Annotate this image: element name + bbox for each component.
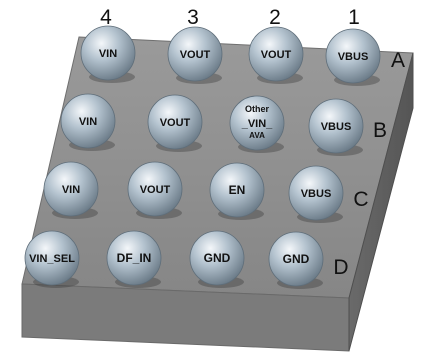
- ball-label: VIN: [62, 184, 80, 196]
- solder-ball: VOUT: [248, 26, 304, 84]
- ball-label: VIN: [79, 116, 97, 128]
- ball-sphere: [268, 231, 324, 287]
- package-side-face: [348, 52, 414, 352]
- ball-sphere: [189, 230, 245, 286]
- solder-ball: VOUT: [167, 26, 223, 84]
- ball-label: VBUS: [321, 121, 352, 133]
- solder-ball: VIN_SEL: [24, 230, 80, 288]
- ball-label: GND: [204, 251, 231, 265]
- column-label-4: 4: [100, 6, 112, 29]
- ball-label: VOUT: [180, 49, 211, 61]
- ball-sphere: [248, 26, 304, 82]
- solder-ball: GND: [268, 231, 324, 289]
- ball-label: VOUT: [140, 184, 171, 196]
- ball-sphere: [106, 230, 162, 286]
- row-label-b: B: [373, 119, 387, 142]
- solder-ball: VOUT: [147, 94, 203, 152]
- ball-sphere: [24, 230, 80, 286]
- ball-label-top: Other: [245, 104, 270, 114]
- ball-label: VIN: [99, 48, 117, 60]
- ball-sphere: [147, 94, 203, 150]
- ball-label: VBUS: [301, 188, 332, 200]
- solder-ball: EN: [209, 162, 265, 220]
- row-label-c: C: [353, 188, 368, 211]
- column-label-1: 1: [348, 6, 360, 29]
- solder-ball: VIN: [43, 161, 99, 219]
- ball-sphere: [43, 161, 99, 217]
- ball-label: VOUT: [261, 49, 292, 61]
- ball-label: VBUS: [338, 51, 369, 63]
- row-label-a: A: [391, 49, 405, 72]
- solder-ball: VBUS: [288, 165, 344, 223]
- solder-ball-grid: VIN VOUT VOUT VBUS VIN VOUT Other _VIN_AVA VBUS V…: [24, 25, 381, 289]
- column-label-2: 2: [269, 6, 281, 29]
- ball-sphere: [80, 25, 136, 81]
- ball-sphere: [60, 93, 116, 149]
- ball-sphere: [167, 26, 223, 82]
- ball-label: VIN_SEL: [29, 253, 75, 265]
- ball-sphere: [288, 165, 344, 221]
- solder-ball: GND: [189, 230, 245, 288]
- row-label-d: D: [333, 256, 348, 279]
- ball-label-bottom: AVA: [249, 131, 265, 140]
- ball-sphere: [127, 161, 183, 217]
- ball-sphere: [229, 95, 285, 151]
- solder-ball: DF_IN: [106, 230, 162, 288]
- ball-label: _VIN_: [241, 118, 273, 130]
- ball-sphere: [209, 162, 265, 218]
- ball-label: GND: [283, 252, 310, 266]
- solder-ball: VIN: [60, 93, 116, 151]
- solder-ball: VIN: [80, 25, 136, 83]
- solder-ball: VBUS: [325, 28, 381, 86]
- solder-ball: VBUS: [308, 98, 364, 156]
- ball-label: EN: [229, 183, 246, 197]
- ball-label: DF_IN: [117, 251, 152, 265]
- column-label-3: 3: [187, 6, 199, 29]
- ball-label: VOUT: [160, 117, 191, 129]
- ball-sphere: [308, 98, 364, 154]
- solder-ball: Other _VIN_AVA: [229, 95, 285, 153]
- ball-sphere: [325, 28, 381, 84]
- solder-ball: VOUT: [127, 161, 183, 219]
